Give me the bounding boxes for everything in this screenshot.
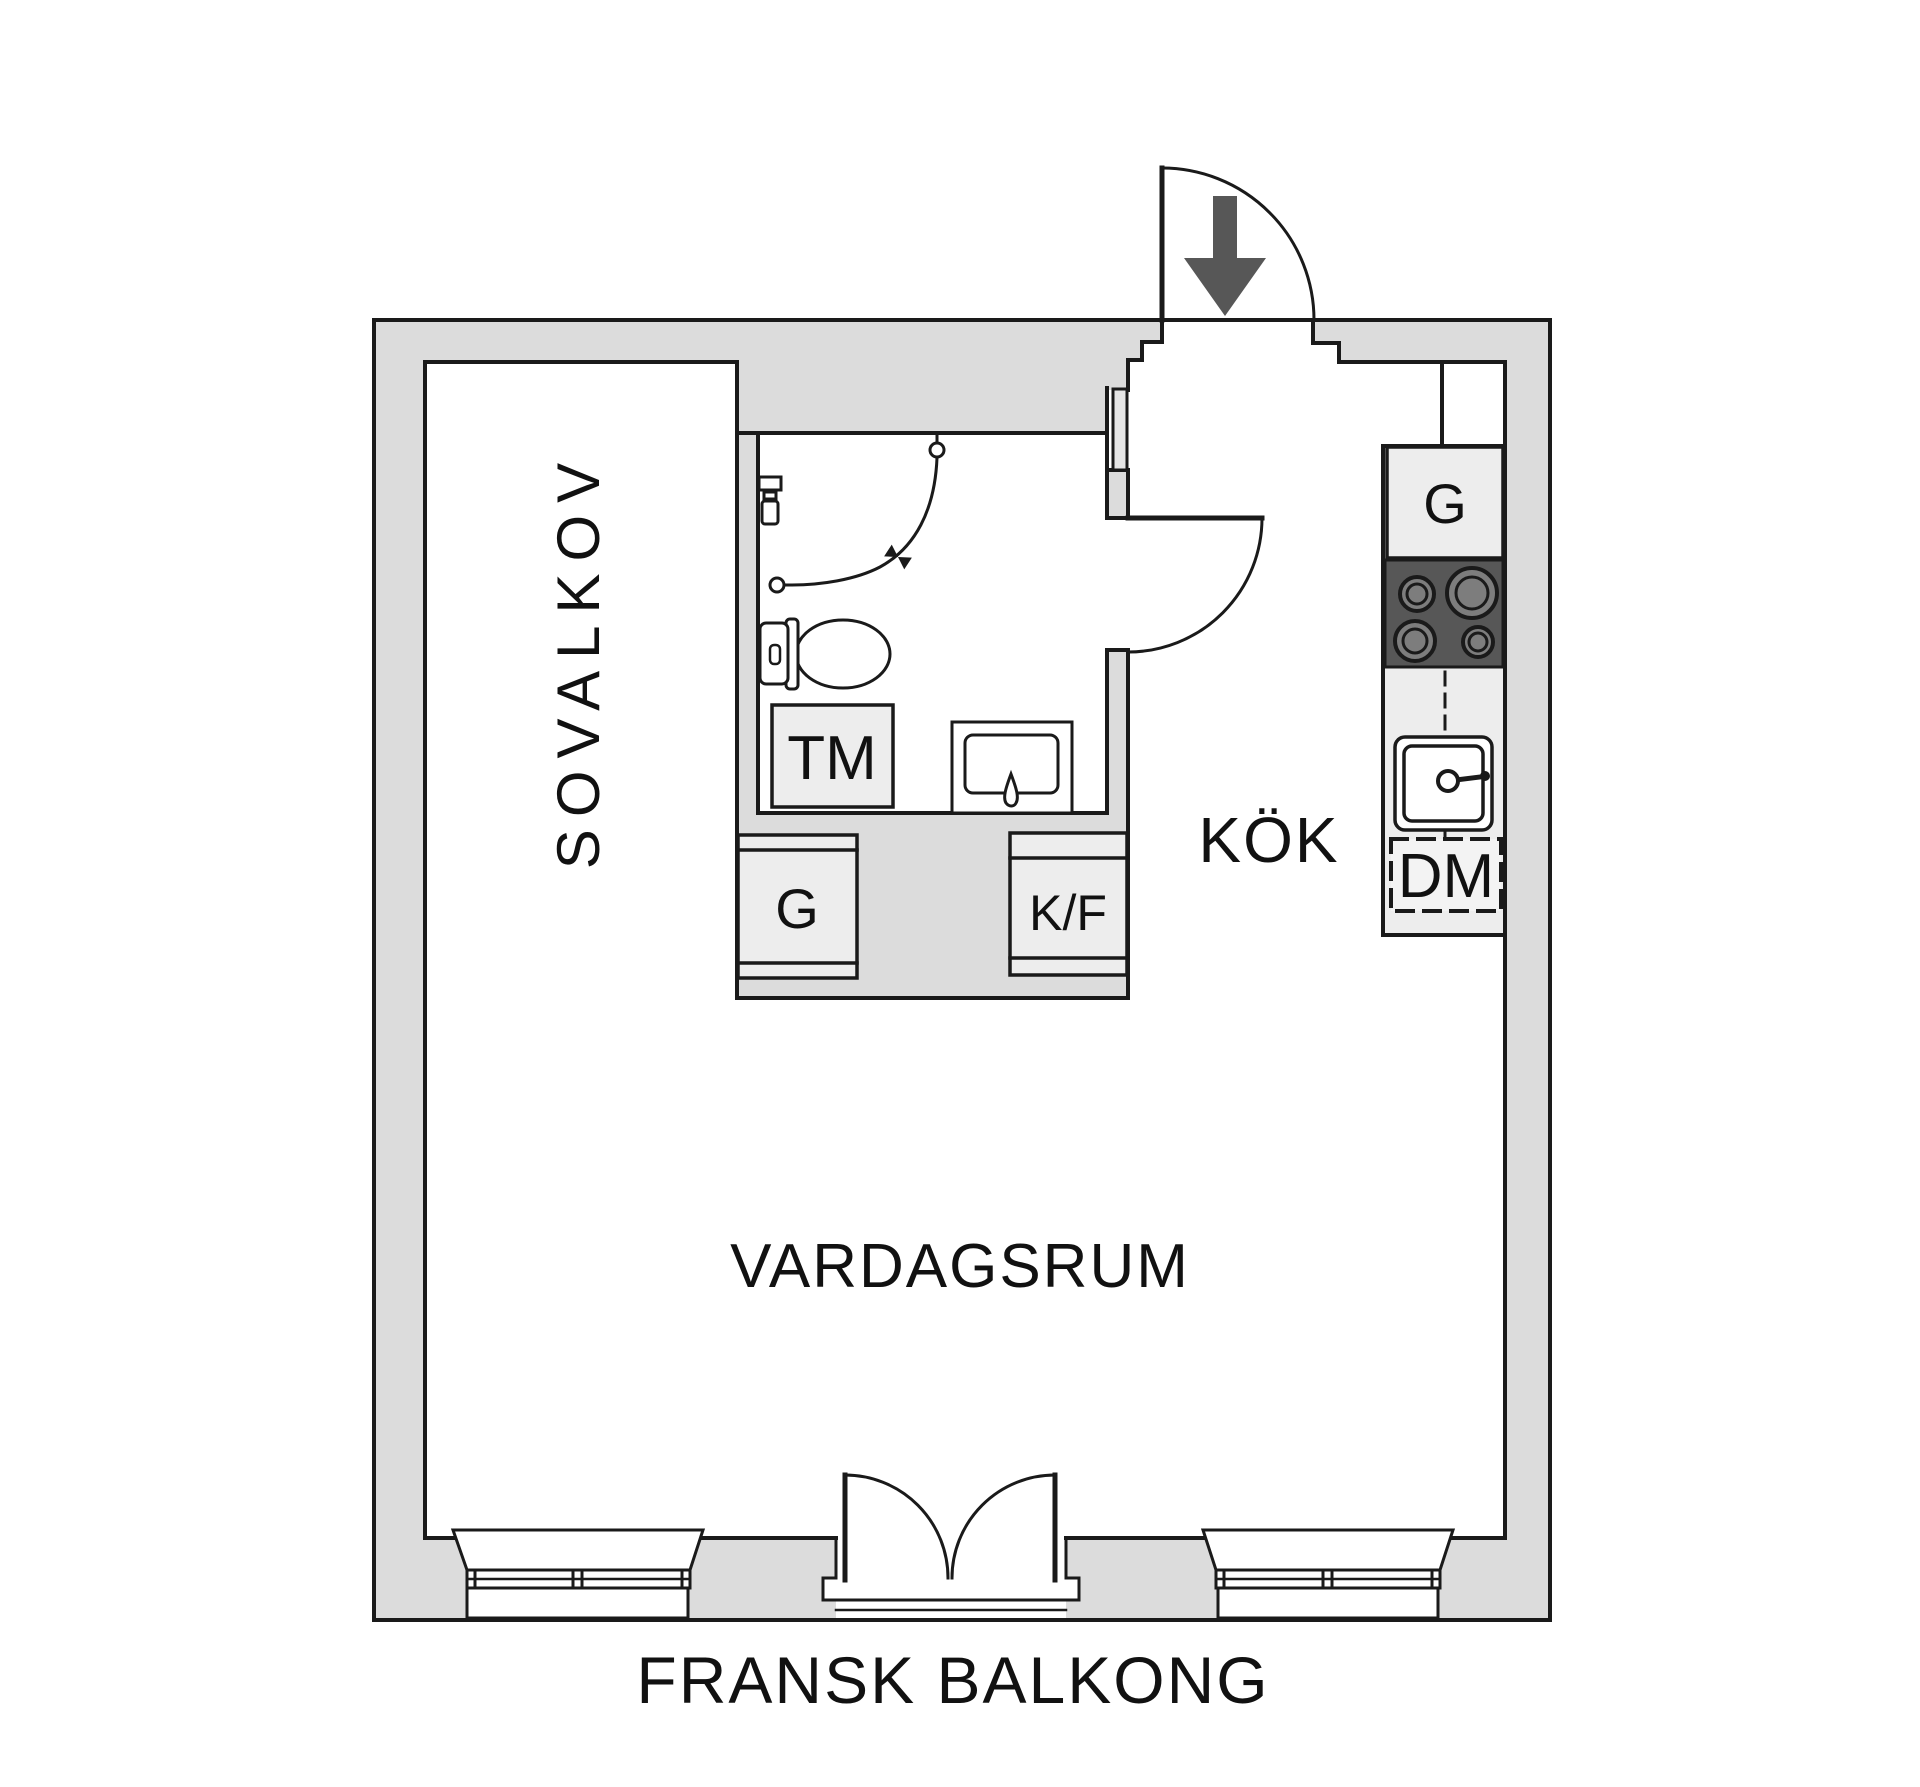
kitchen-counter: [1381, 444, 1507, 937]
stove-icon: [1383, 558, 1505, 669]
label-kitchen: KÖK: [1198, 804, 1339, 876]
sink-icon: [1393, 735, 1494, 832]
top-wall-right: [1313, 320, 1550, 362]
plan-linework: [372, 165, 1552, 1622]
outer-wall-outline: [372, 318, 1552, 1622]
bathroom-top-wall: [737, 362, 1107, 433]
label-french-balcony: FRANSK BALKONG: [636, 1643, 1269, 1717]
shower-valve: [884, 544, 912, 570]
hall-wardrobe-box: [736, 833, 859, 980]
label-dishwasher: DM: [1398, 842, 1494, 911]
label-washing-machine: TM: [787, 724, 877, 793]
dishwasher-box: [1389, 837, 1503, 913]
label-hall-wardrobe: G: [775, 877, 819, 940]
fridge-freezer-box: [1008, 831, 1129, 977]
entrance-jamb-right: [1311, 318, 1507, 364]
shower-icon: [757, 431, 946, 594]
left-wall: [374, 320, 425, 1620]
label-sleeping-alcove: SOVALKOV: [545, 451, 612, 869]
label-living-room: VARDAGSRUM: [730, 1232, 1190, 1301]
inner-wall-left: [423, 360, 739, 1540]
entrance-door: [1159, 165, 1316, 323]
kitchen-cabinet-box: [1385, 445, 1505, 560]
balcony-door-arc-right: [950, 1473, 1057, 1580]
label-kitchen-cabinet: G: [1423, 472, 1467, 535]
washbasin-icon: [950, 720, 1074, 815]
bathroom-door: [1125, 515, 1265, 654]
entrance-door-arc: [1160, 166, 1316, 322]
plan-labels: SOVALKOV KÖK VARDAGSRUM FRANSK BALKONG T…: [545, 451, 1494, 1717]
washing-machine-box: [770, 703, 895, 809]
entrance-arrow-icon: [1184, 196, 1266, 316]
balcony-door-arc-left: [843, 1473, 950, 1580]
balcony-door: [821, 1472, 1081, 1612]
right-wall: [1505, 320, 1550, 1620]
bathroom-door-panel: [1111, 387, 1129, 472]
bathroom-right-wall-upper: [1107, 470, 1128, 518]
window-right: [1200, 1528, 1456, 1620]
window-left: [450, 1528, 706, 1620]
toilet-icon: [758, 617, 892, 691]
bathroom-left-wall: [737, 433, 758, 813]
label-fridge-freezer: K/F: [1029, 885, 1107, 941]
top-wall-left: [374, 320, 1162, 390]
bathroom-door-arc: [1126, 516, 1264, 654]
